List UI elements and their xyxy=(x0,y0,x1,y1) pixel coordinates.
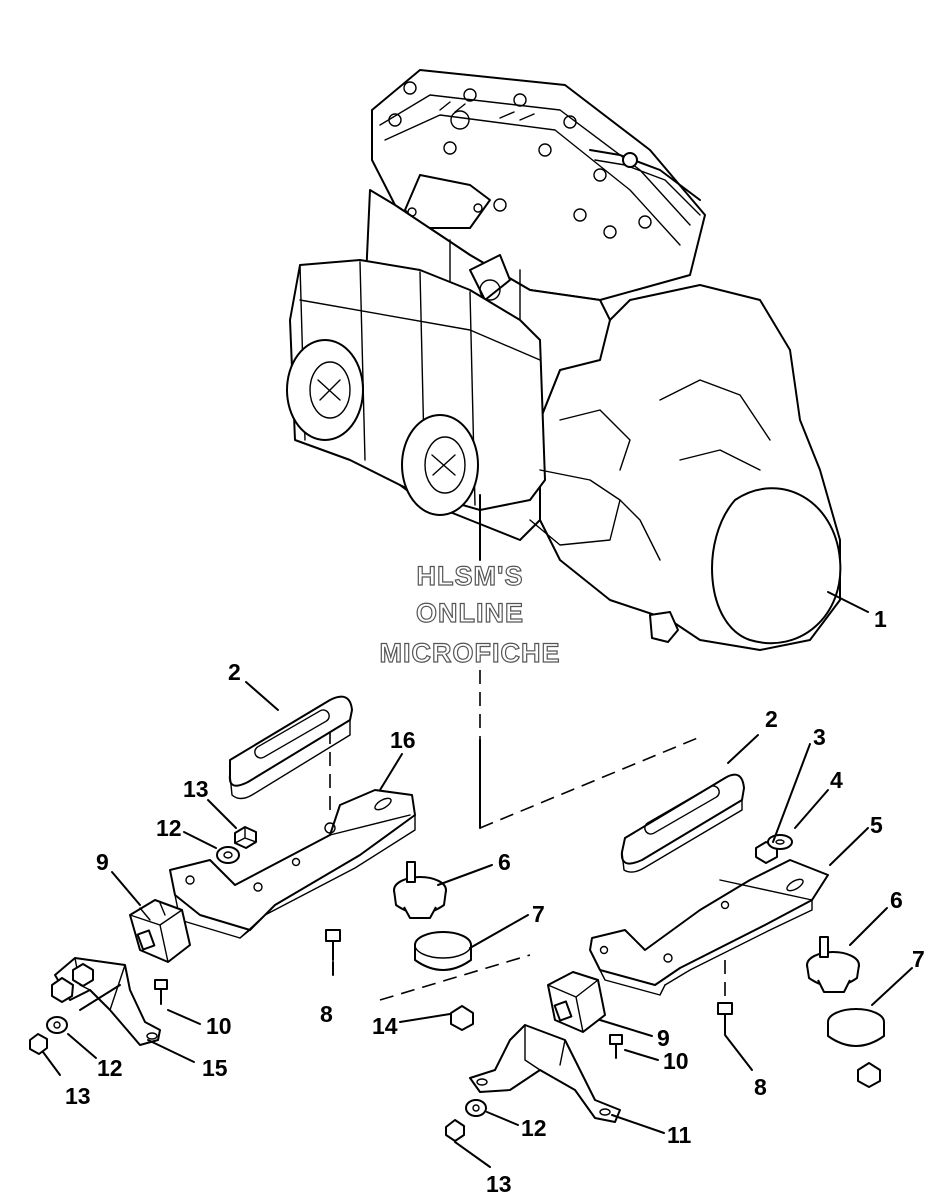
rubber-mount-9-right xyxy=(547,971,606,1033)
washer-12-upper-left xyxy=(216,846,240,864)
spacer-plate-left xyxy=(228,695,353,800)
callout-12-right: 12 xyxy=(521,1115,547,1141)
callout-6-right: 6 xyxy=(890,887,903,913)
callout-16: 16 xyxy=(390,727,416,753)
nut-14 xyxy=(450,1005,474,1031)
bolt-10-right xyxy=(609,1034,623,1059)
callout-8-right: 8 xyxy=(754,1074,767,1100)
callout-10-right: 10 xyxy=(663,1048,689,1074)
bolt-10-left xyxy=(154,979,168,1005)
pad-7-left xyxy=(414,931,472,971)
assembly-lines xyxy=(329,494,726,1001)
bracket-15-left xyxy=(51,957,161,1046)
callout-7-left: 7 xyxy=(532,901,545,927)
callout-7-right: 7 xyxy=(912,946,925,972)
callout-14: 14 xyxy=(372,1013,398,1039)
callout-15: 15 xyxy=(202,1055,228,1081)
nut-13-lower-left xyxy=(29,1033,48,1055)
callout-11: 11 xyxy=(667,1122,692,1148)
pad-7-right xyxy=(827,1008,885,1047)
callout-13-upper-left: 13 xyxy=(183,776,209,802)
callout-3: 3 xyxy=(813,724,826,750)
callout-labels: 1 2 2 3 4 5 6 6 7 7 8 8 9 9 10 10 11 12 … xyxy=(65,606,925,1195)
callout-2-left: 2 xyxy=(228,659,241,685)
callout-12-lower-left: 12 xyxy=(97,1055,123,1081)
callout-13-right: 13 xyxy=(486,1171,512,1195)
watermark-line-2: ONLINE xyxy=(416,598,524,628)
engine-mount-bracket-right xyxy=(589,859,829,996)
callout-4: 4 xyxy=(830,767,843,793)
callout-6-left: 6 xyxy=(498,849,511,875)
watermark-line-1: HLSM'S xyxy=(417,561,524,591)
engine-assembly xyxy=(286,69,842,651)
nut-13-upper-left xyxy=(234,826,257,849)
washer-12-lower-left xyxy=(46,1016,68,1034)
callout-12-upper-left: 12 xyxy=(156,815,182,841)
nut-13-right xyxy=(445,1119,465,1142)
callout-1: 1 xyxy=(874,606,887,632)
nut-bottom-right xyxy=(857,1062,881,1088)
leader-lines xyxy=(42,591,913,1168)
callout-9-right: 9 xyxy=(657,1025,670,1051)
isolator-6-left xyxy=(393,861,447,919)
callout-10-left: 10 xyxy=(206,1013,232,1039)
isolator-6-right xyxy=(806,936,860,993)
watermark-line-3: MICROFICHE xyxy=(380,638,561,668)
callout-8-left: 8 xyxy=(320,1001,333,1027)
bracket-11-right xyxy=(469,1024,621,1123)
washer-4 xyxy=(767,834,793,850)
bolt-8-left xyxy=(325,929,341,961)
bolt-8-right xyxy=(717,1002,733,1035)
rubber-mount-9-left xyxy=(129,899,191,963)
callout-13-lower-left: 13 xyxy=(65,1083,91,1109)
callout-2-right: 2 xyxy=(765,706,778,732)
washer-12-right xyxy=(465,1099,487,1117)
engine-mount-bracket-left xyxy=(169,789,416,939)
callout-9-left: 9 xyxy=(96,849,109,875)
callout-5: 5 xyxy=(870,812,883,838)
spacer-plate-right xyxy=(620,773,745,873)
watermark: HLSM'S ONLINE MICROFICHE xyxy=(379,560,561,668)
